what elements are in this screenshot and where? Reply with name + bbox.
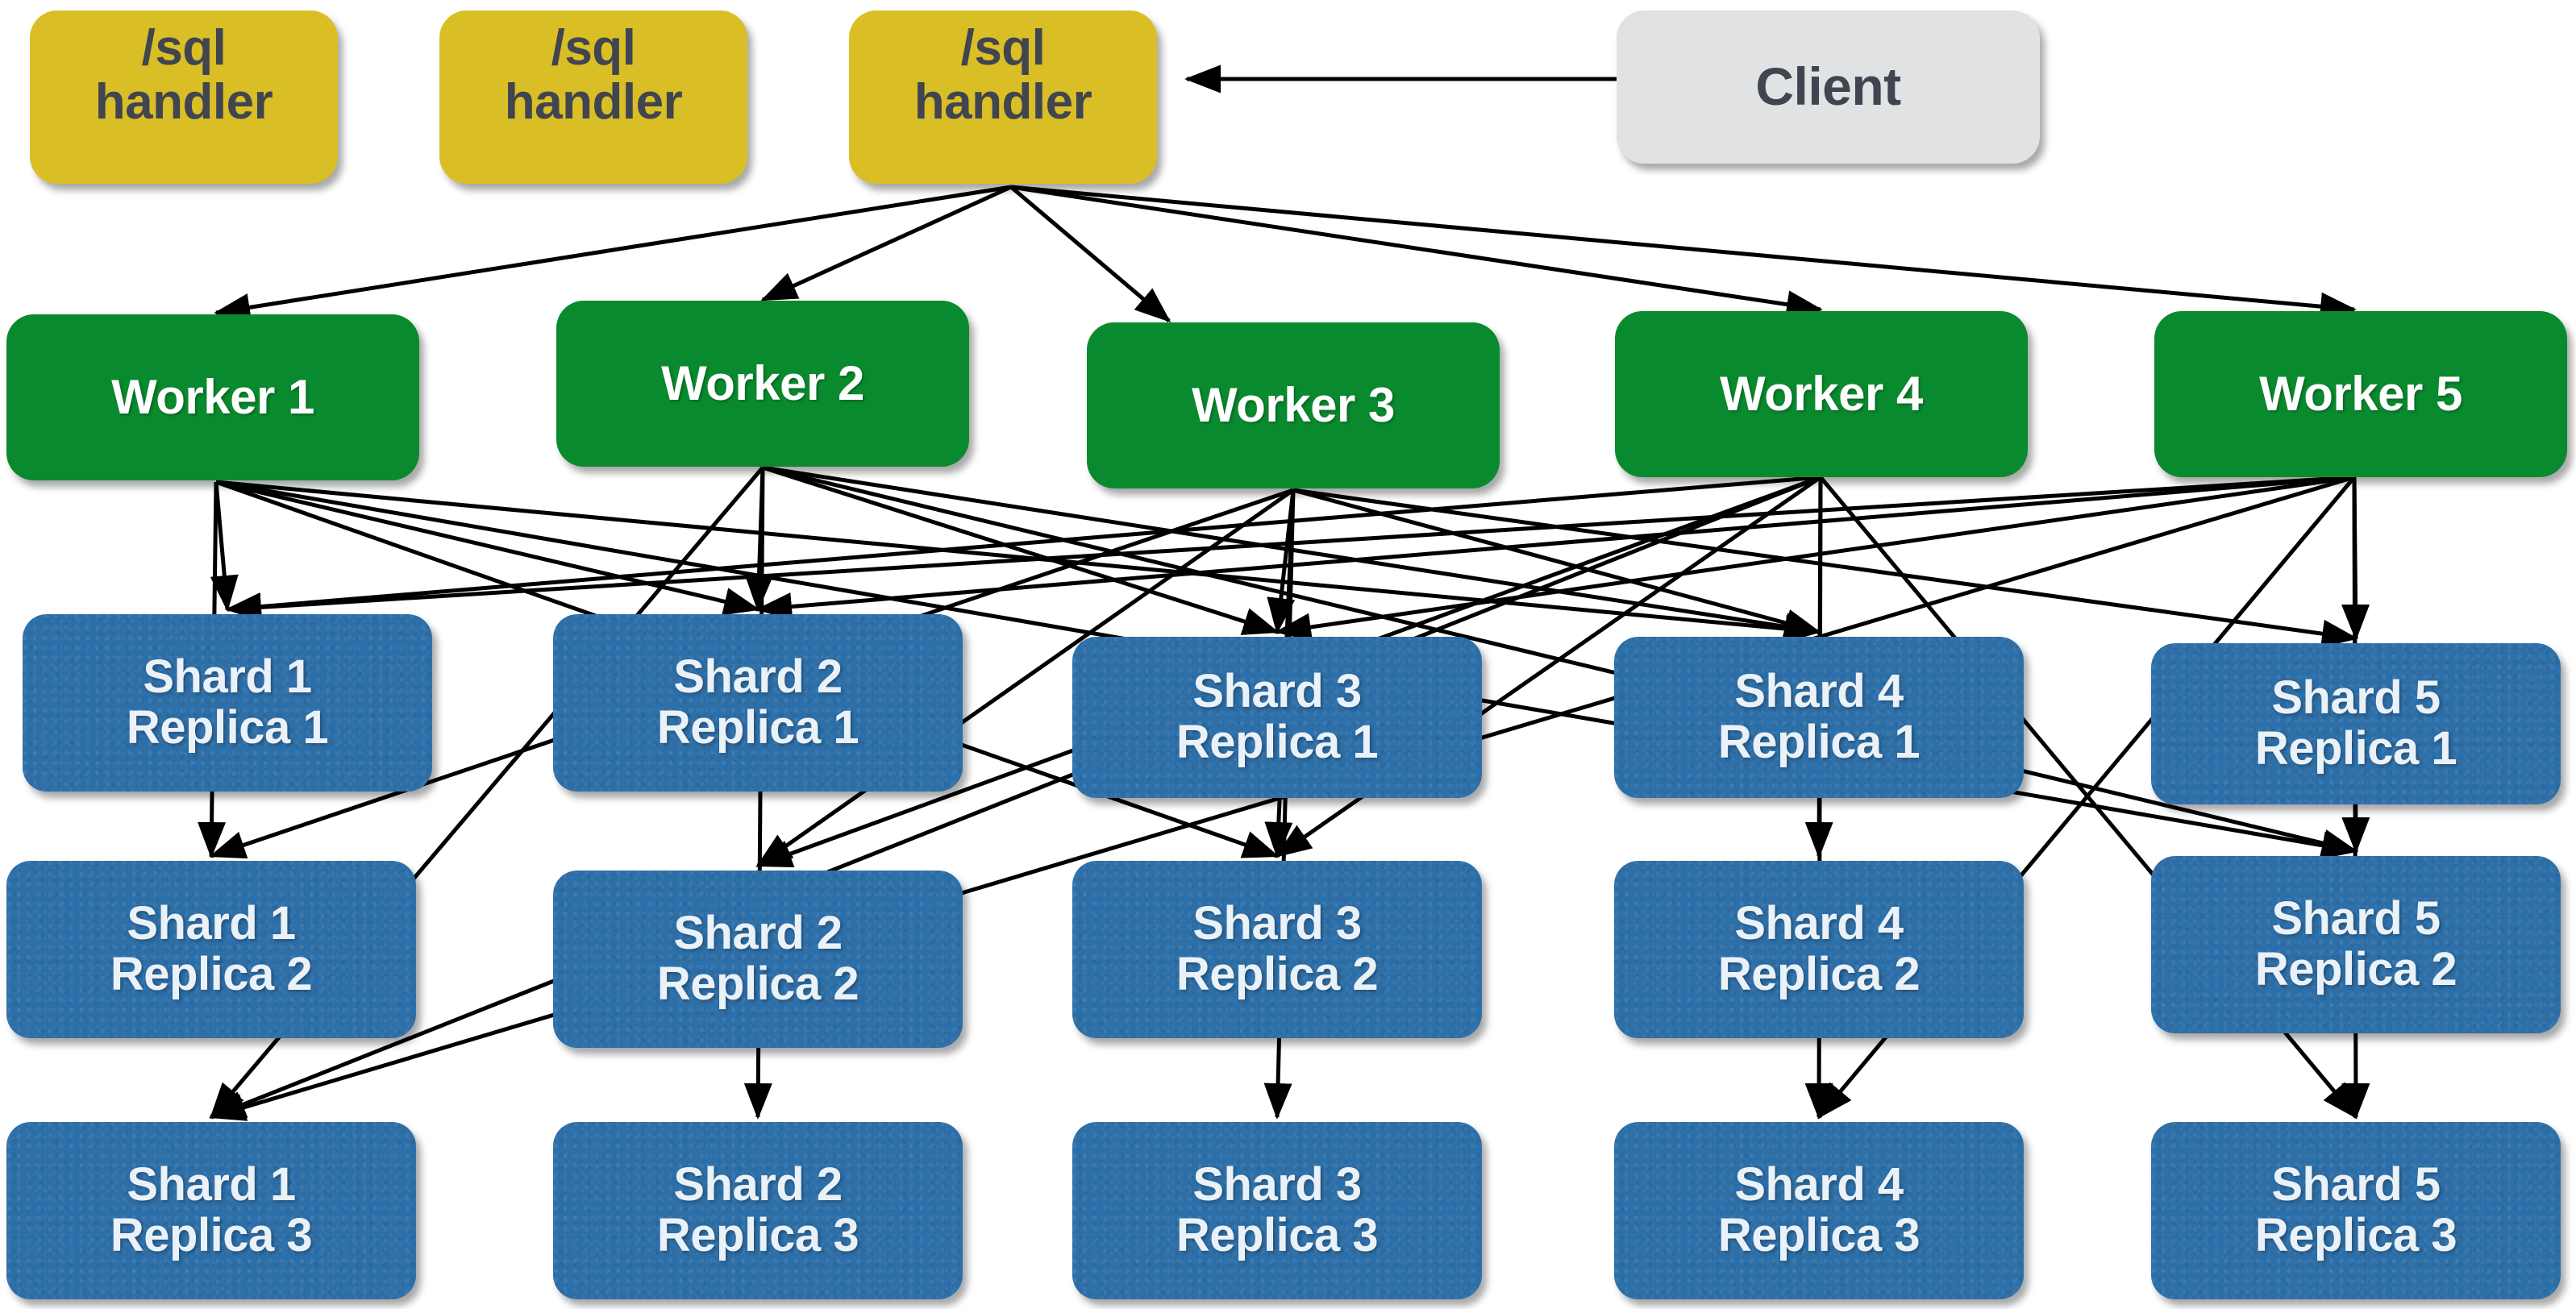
worker-3[interactable]: Worker 3 (1087, 322, 1500, 488)
handler-1[interactable]: /sql handler (30, 10, 338, 184)
shard-2-replica-3[interactable]: Shard 2 Replica 3 (553, 1122, 963, 1299)
handler-2-label: /sql handler (504, 20, 683, 130)
shard-3-replica-3[interactable]: Shard 3 Replica 3 (1072, 1122, 1482, 1299)
shard-4-replica-2[interactable]: Shard 4 Replica 2 (1614, 861, 2024, 1038)
shard-5-replica-2-label: Shard 5 Replica 2 (2254, 892, 2457, 995)
worker-4[interactable]: Worker 4 (1615, 311, 2028, 477)
shard-5-replica-2[interactable]: Shard 5 Replica 2 (2151, 856, 2561, 1033)
worker-3-label: Worker 3 (1192, 377, 1395, 432)
handler-2[interactable]: /sql handler (439, 10, 747, 184)
shard-3-replica-2-label: Shard 3 Replica 2 (1176, 897, 1379, 1000)
worker-1-label: Worker 1 (111, 369, 314, 424)
shard-1-replica-2-label: Shard 1 Replica 2 (110, 897, 313, 1000)
handler-3-label: /sql handler (913, 20, 1092, 130)
worker-2-label: Worker 2 (661, 355, 864, 410)
shard-5-replica-3[interactable]: Shard 5 Replica 3 (2151, 1122, 2561, 1299)
worker-2[interactable]: Worker 2 (556, 301, 969, 467)
shard-2-replica-1-label: Shard 2 Replica 1 (656, 650, 859, 754)
shard-5-replica-3-label: Shard 5 Replica 3 (2254, 1158, 2457, 1261)
shard-1-replica-3[interactable]: Shard 1 Replica 3 (6, 1122, 416, 1299)
worker-1[interactable]: Worker 1 (6, 314, 419, 480)
client[interactable]: Client (1617, 10, 2040, 164)
handler-3[interactable]: /sql handler (849, 10, 1157, 184)
shard-4-replica-2-label: Shard 4 Replica 2 (1717, 897, 1921, 1000)
worker-4-label: Worker 4 (1720, 366, 1923, 421)
client-label: Client (1755, 56, 1901, 117)
shard-3-replica-1-label: Shard 3 Replica 1 (1176, 665, 1379, 768)
shard-1-replica-1-label: Shard 1 Replica 1 (126, 650, 329, 754)
shard-3-replica-3-label: Shard 3 Replica 3 (1176, 1158, 1379, 1261)
shard-2-replica-2[interactable]: Shard 2 Replica 2 (553, 871, 963, 1048)
worker-5[interactable]: Worker 5 (2154, 311, 2567, 477)
shard-3-replica-1[interactable]: Shard 3 Replica 1 (1072, 637, 1482, 798)
shard-2-replica-2-label: Shard 2 Replica 2 (656, 907, 859, 1010)
shard-3-replica-2[interactable]: Shard 3 Replica 2 (1072, 861, 1482, 1038)
shard-2-replica-1[interactable]: Shard 2 Replica 1 (553, 614, 963, 792)
shard-4-replica-1-label: Shard 4 Replica 1 (1717, 665, 1921, 768)
shard-1-replica-2[interactable]: Shard 1 Replica 2 (6, 861, 416, 1038)
shard-1-replica-1[interactable]: Shard 1 Replica 1 (23, 614, 432, 792)
worker-5-label: Worker 5 (2259, 366, 2462, 421)
shard-5-replica-1-label: Shard 5 Replica 1 (2254, 671, 2457, 775)
shard-4-replica-3[interactable]: Shard 4 Replica 3 (1614, 1122, 2024, 1299)
shard-1-replica-3-label: Shard 1 Replica 3 (110, 1158, 313, 1261)
shard-4-replica-1[interactable]: Shard 4 Replica 1 (1614, 637, 2024, 798)
shard-2-replica-3-label: Shard 2 Replica 3 (656, 1158, 859, 1261)
shard-4-replica-3-label: Shard 4 Replica 3 (1717, 1158, 1921, 1261)
handler-1-label: /sql handler (94, 20, 273, 130)
shard-5-replica-1[interactable]: Shard 5 Replica 1 (2151, 643, 2561, 804)
